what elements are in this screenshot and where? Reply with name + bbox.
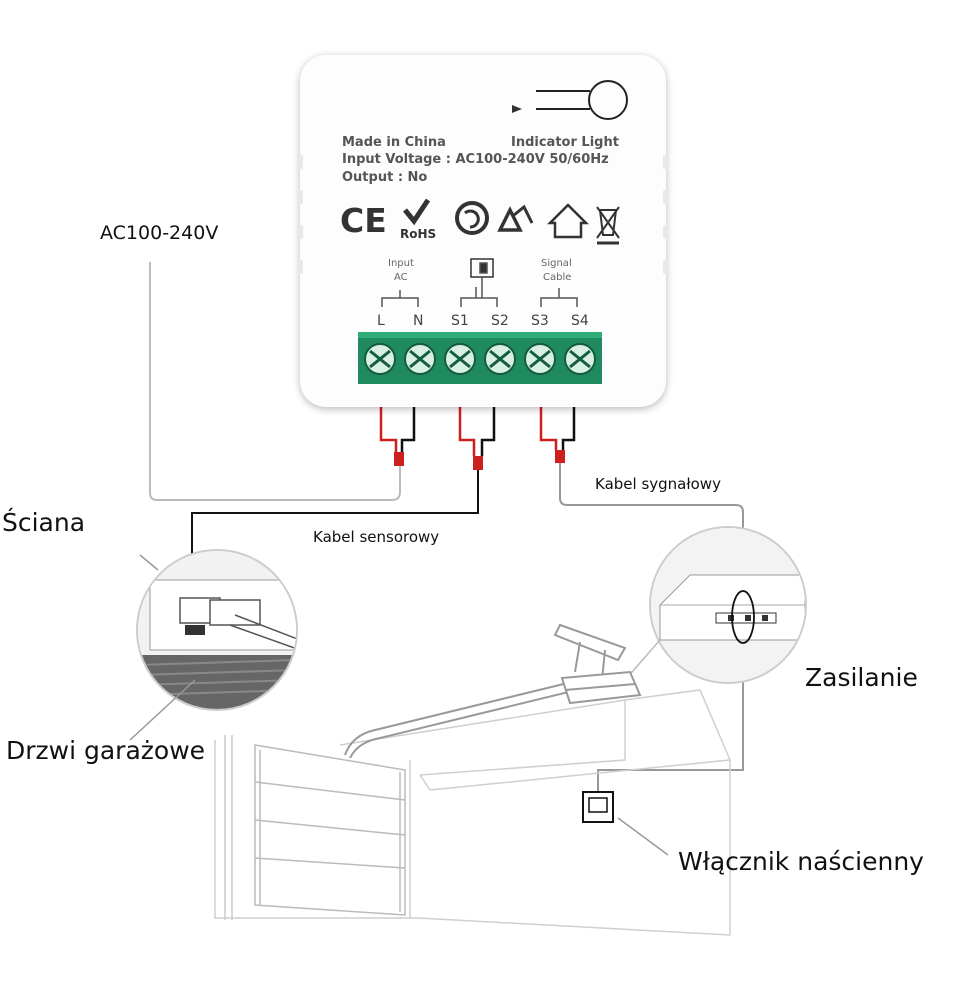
terminal-label-s4: S4 <box>571 313 589 329</box>
wall-switch-graphic <box>582 791 614 823</box>
input-voltage-text: Input Voltage : AC100-240V 50/60Hz <box>342 152 609 167</box>
garage-door-label: Drzwi garażowe <box>6 736 206 765</box>
garage-room <box>214 689 731 936</box>
indicator-light-text: Indicator Light <box>511 135 619 150</box>
input-ac-label: AC <box>394 272 408 283</box>
certification-icons <box>403 198 620 245</box>
sensor-wire <box>191 470 479 580</box>
made-in-text: Made in China <box>342 135 446 150</box>
ac-wire <box>149 262 401 501</box>
wall-label: Ściana <box>2 508 86 537</box>
wall-detail-circle <box>136 549 298 711</box>
sensor-cable-label: Kabel sensorowy <box>313 528 440 546</box>
signal-cable-label: Cable <box>543 272 572 283</box>
power-supply-label: Zasilanie <box>805 663 918 692</box>
terminal-label-l: L <box>377 313 385 329</box>
smart-module: Made in China Input Voltage : AC100-240V… <box>297 55 669 407</box>
garage-opener <box>344 623 642 759</box>
ac-supply-label: AC100-240V <box>100 222 219 244</box>
wall-switch-label: Włącznik naścienny <box>678 847 924 876</box>
terminal-wire-pairs <box>379 405 576 470</box>
ce-mark: CE <box>340 201 387 240</box>
signal-cable-label: Kabel sygnałowy <box>595 475 721 493</box>
terminal-label-s3: S3 <box>531 313 549 329</box>
terminal-label-s1: S1 <box>451 313 469 329</box>
terminal-label-n: N <box>413 313 424 329</box>
rohs-mark: RoHS <box>400 227 437 241</box>
input-group-label: Input <box>388 258 414 269</box>
garage-door-panel <box>224 735 406 920</box>
terminal-label-s2: S2 <box>491 313 509 329</box>
signal-group-label: Signal <box>541 258 572 269</box>
output-text: Output : No <box>342 170 428 185</box>
terminal-group-brackets <box>381 258 578 307</box>
terminal-block <box>358 332 602 384</box>
signal-wire <box>559 462 744 795</box>
module-graphics <box>358 80 628 384</box>
indicator-light-icon <box>512 80 628 120</box>
power-detail-circle <box>649 526 807 684</box>
